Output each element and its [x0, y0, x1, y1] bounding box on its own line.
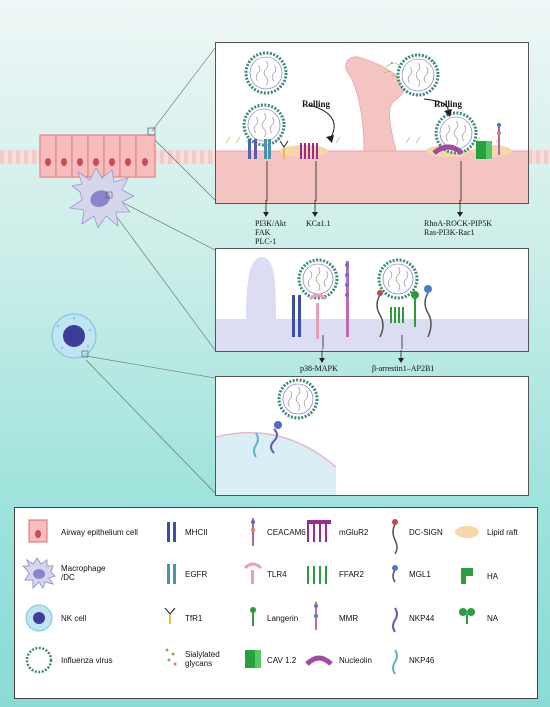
rolling-label-right: Rolling	[434, 99, 463, 109]
na-icon	[459, 608, 475, 624]
legend-tlr4: TLR4	[267, 570, 287, 579]
legend-tfr1: TfR1	[185, 614, 203, 623]
mgl1-icon	[392, 565, 398, 583]
legend-sialylated: Sialylated glycans	[185, 650, 220, 668]
zoom-line	[85, 355, 216, 379]
ceacam6	[497, 123, 501, 155]
tfr1-receptor	[279, 140, 289, 159]
tfr1-icon	[164, 607, 176, 624]
legend-icons	[21, 518, 479, 675]
tlr4-icon	[243, 562, 263, 584]
pathway-rhoa: RhoA-ROCK-PIP5K	[424, 219, 493, 228]
zoom-line	[107, 204, 216, 351]
pathway-arrestin: β-arrestin1–AP2B1	[372, 364, 435, 373]
legend-nk: NK cell	[61, 614, 87, 623]
legend-cav12: CAV 1.2	[267, 656, 297, 665]
nkp46-icon	[392, 649, 398, 675]
panel-epithelium: Rolling Rolling	[215, 42, 529, 204]
zoom-line	[151, 136, 216, 201]
cav12-channel	[476, 141, 492, 159]
panel-macrophage-art	[216, 257, 528, 351]
mhcii-icon	[167, 522, 176, 542]
ffar2-icon	[307, 566, 327, 584]
langerin-icon	[250, 607, 256, 626]
mglur2-icon	[307, 520, 331, 542]
airway-epithelium-icon	[28, 519, 48, 543]
pathway-p38: p38-MAPK	[300, 364, 338, 373]
legend-langerin: Langerin	[267, 614, 299, 623]
legend-mgl1: MGL1	[409, 570, 431, 579]
legend-virus: Influenza virus	[61, 656, 113, 665]
legend-na: NA	[487, 614, 499, 623]
egfr-icon	[167, 564, 176, 584]
influenza-virus	[396, 53, 440, 97]
lipidraft-icon	[455, 526, 479, 538]
legend-nkp46: NKP46	[409, 656, 435, 665]
rolling-label-left: Rolling	[302, 99, 331, 109]
cav12-icon	[245, 650, 261, 668]
legend-ffar2: FFAR2	[339, 570, 364, 579]
legend-mglur2: mGluR2	[339, 528, 369, 537]
panel-nk-art	[216, 378, 337, 495]
panel-nk	[215, 376, 529, 496]
legend-egfr: EGFR	[185, 570, 208, 579]
macrophage-cell	[68, 167, 135, 229]
legend-nucleolin: Nucleolin	[339, 656, 372, 665]
legend-dcsign: DC-SIGN	[409, 528, 443, 537]
virus-icon	[25, 646, 53, 674]
nk-icon	[25, 604, 53, 632]
pathway-kca: KCa1.1	[306, 219, 331, 228]
panel-epithelium-art	[216, 51, 528, 203]
pathway-pi3k: PI3K/Akt	[255, 219, 287, 228]
ha-icon	[461, 568, 473, 584]
zoom-line	[107, 194, 216, 251]
rolling-arrow	[307, 104, 335, 140]
pathway-plc1: PLC-1	[255, 237, 277, 246]
ceacam6-icon	[251, 518, 255, 546]
legend-macrophage: Macrophage /DC	[61, 564, 106, 582]
dcsign-icon	[392, 519, 398, 555]
legend: Airway epithelium cell Macrophage /DC NK…	[14, 507, 538, 699]
nucleolin-icon	[305, 655, 333, 666]
legend-nkp44: NKP44	[409, 614, 435, 623]
legend-lipidraft: Lipid raft	[487, 528, 518, 537]
egfr-receptor	[264, 139, 271, 159]
zoom-line	[151, 47, 216, 132]
mglur2-receptor	[300, 143, 318, 159]
mhcii-receptor	[248, 139, 257, 159]
influenza-virus	[244, 51, 288, 95]
nkp44-icon	[392, 607, 398, 633]
airway-epithelium-cells	[39, 127, 156, 178]
pathway-ras: Ras-PI3K-Rac1	[424, 228, 475, 237]
nucleolin	[432, 144, 464, 155]
panel-macrophage	[215, 248, 529, 352]
zoom-line	[85, 359, 216, 494]
mmr-icon	[314, 602, 318, 630]
glycan-icon	[165, 648, 177, 666]
legend-ceacam6: CEACAM6	[267, 528, 306, 537]
legend-mmr: MMR	[339, 614, 359, 623]
legend-ha: HA	[487, 572, 499, 581]
pathway-fak: FAK	[255, 228, 271, 237]
nk-cell	[51, 313, 97, 359]
legend-mhcii: MHCII	[185, 528, 208, 537]
legend-airway: Airway epithelium cell	[61, 528, 138, 537]
macrophage-icon	[21, 557, 56, 590]
